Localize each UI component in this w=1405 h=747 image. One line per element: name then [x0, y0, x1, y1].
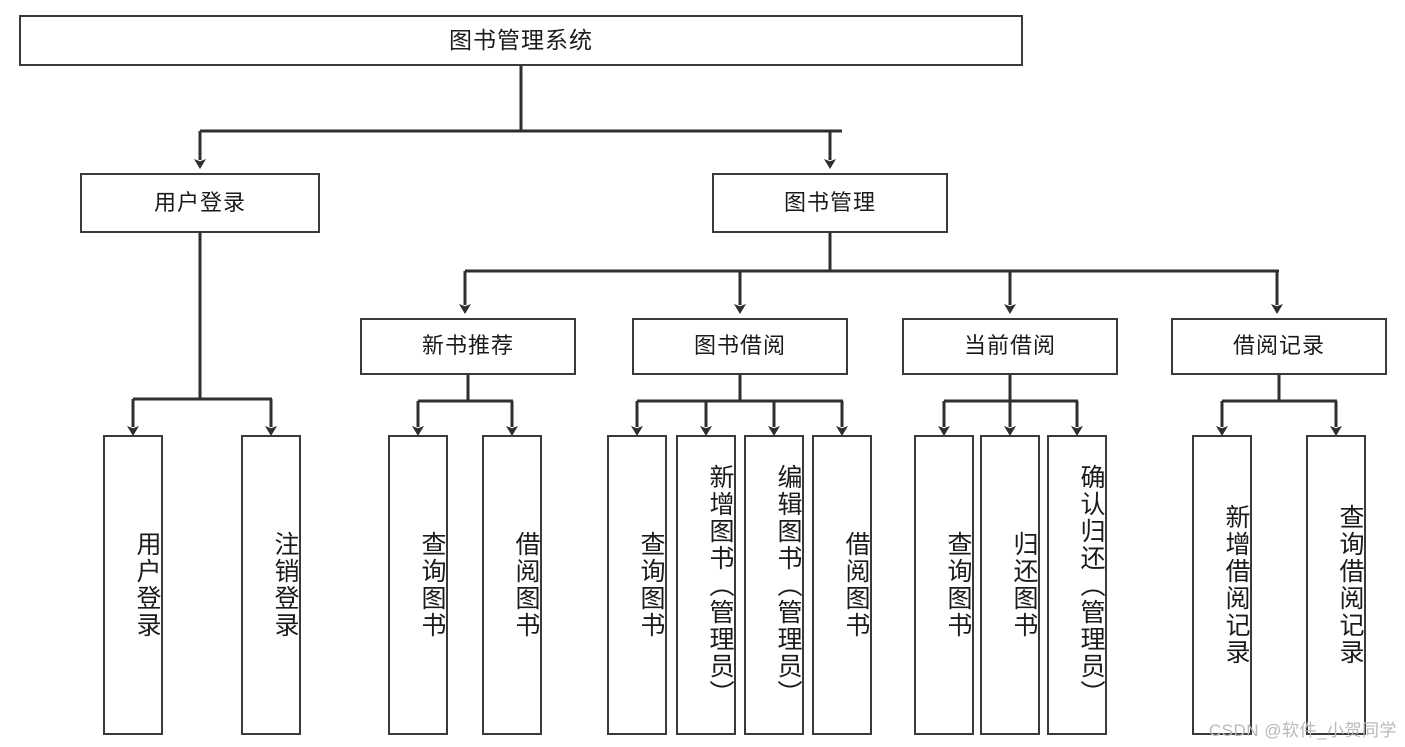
leaf-rec-add-record[interactable]: 新增借阅记录: [1192, 435, 1252, 735]
leaf-rec-borrow-book[interactable]: 借阅图书: [482, 435, 542, 735]
leaf-borrow-borrow-book[interactable]: 借阅图书: [812, 435, 872, 735]
node-current-borrow[interactable]: 当前借阅: [902, 318, 1118, 375]
leaf-borrow-query-book[interactable]: 查询图书: [607, 435, 667, 735]
leaf-borrow-borrow-book-label: 借阅图书: [842, 531, 870, 639]
leaf-borrow-add-book-label: 新增图书（管理员）: [706, 463, 734, 707]
node-current-borrow-label: 当前借阅: [963, 333, 1056, 359]
node-root-label: 图书管理系统: [449, 26, 593, 53]
leaf-cur-confirm-return[interactable]: 确认归还（管理员）: [1047, 435, 1107, 735]
node-book-borrow-label: 图书借阅: [693, 333, 786, 359]
node-borrow-record[interactable]: 借阅记录: [1171, 318, 1387, 375]
leaf-cur-confirm-return-label: 确认归还（管理员）: [1077, 463, 1105, 707]
leaf-rec-add-record-label: 新增借阅记录: [1222, 504, 1250, 666]
node-root[interactable]: 图书管理系统: [19, 15, 1023, 66]
leaf-user-logout[interactable]: 注销登录: [241, 435, 301, 735]
leaf-cur-return-book-label: 归还图书: [1010, 531, 1038, 639]
leaf-rec-query-book-label: 查询图书: [418, 531, 446, 639]
leaf-cur-query-book[interactable]: 查询图书: [914, 435, 974, 735]
leaf-user-login-label: 用户登录: [133, 531, 161, 639]
leaf-rec-borrow-book-label: 借阅图书: [512, 531, 540, 639]
node-new-book-rec[interactable]: 新书推荐: [360, 318, 576, 375]
leaf-borrow-add-book[interactable]: 新增图书（管理员）: [676, 435, 736, 735]
leaf-rec-query-record[interactable]: 查询借阅记录: [1306, 435, 1366, 735]
node-book-manage-label: 图书管理: [783, 189, 876, 215]
node-book-manage[interactable]: 图书管理: [712, 173, 948, 233]
leaf-user-logout-label: 注销登录: [271, 531, 299, 639]
watermark: CSDN @软件_小贺同学: [1208, 721, 1397, 740]
node-new-book-rec-label: 新书推荐: [421, 333, 514, 359]
leaf-cur-query-book-label: 查询图书: [944, 531, 972, 639]
leaf-rec-query-record-label: 查询借阅记录: [1336, 504, 1364, 666]
node-borrow-record-label: 借阅记录: [1232, 333, 1325, 359]
leaf-borrow-edit-book-label: 编辑图书（管理员）: [774, 463, 802, 707]
leaf-rec-query-book[interactable]: 查询图书: [388, 435, 448, 735]
leaf-borrow-query-book-label: 查询图书: [637, 531, 665, 639]
node-user-login-label: 用户登录: [153, 189, 246, 215]
leaf-borrow-edit-book[interactable]: 编辑图书（管理员）: [744, 435, 804, 735]
node-book-borrow[interactable]: 图书借阅: [632, 318, 848, 375]
leaf-user-login[interactable]: 用户登录: [103, 435, 163, 735]
leaf-cur-return-book[interactable]: 归还图书: [980, 435, 1040, 735]
node-user-login[interactable]: 用户登录: [80, 173, 320, 233]
